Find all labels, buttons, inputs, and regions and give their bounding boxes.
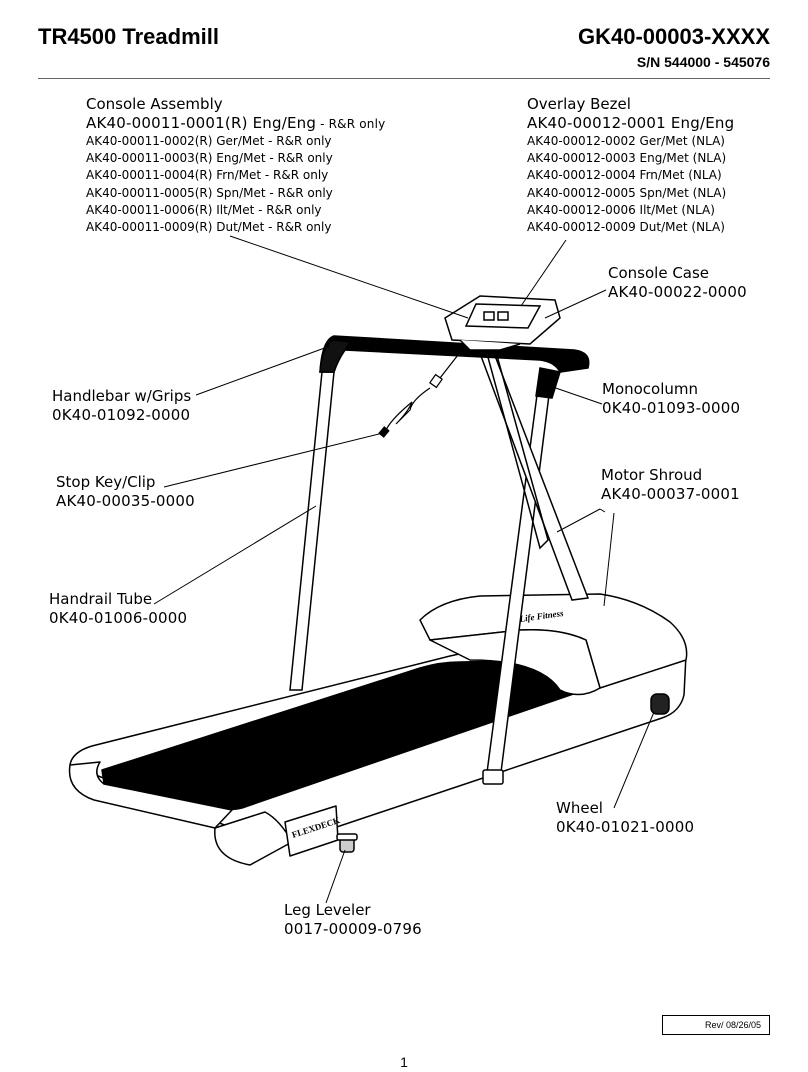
assembly-part-number: GK40-00003-XXXX bbox=[578, 24, 770, 49]
leg-leveler-title: Leg Leveler bbox=[284, 901, 371, 919]
serial-range: S/N 544000 - 545076 bbox=[636, 54, 770, 70]
handrail-tube-part: 0K40-01006-0000 bbox=[49, 608, 188, 627]
handlebar-callout: Handlebar w/Grips 0K40-01092-0000 bbox=[52, 387, 191, 425]
bezel-part-4: AK40-00012-0005 Spn/Met (NLA) bbox=[527, 185, 727, 200]
handlebar bbox=[319, 335, 590, 399]
bezel-part-5: AK40-00012-0006 Ilt/Met (NLA) bbox=[527, 203, 715, 218]
stop-key-clip bbox=[378, 345, 466, 438]
bezel-part-3: AK40-00012-0004 Frn/Met (NLA) bbox=[527, 168, 722, 183]
console-assembly-callout: Console Assembly AK40-00011-0001(R) Eng/… bbox=[86, 95, 385, 237]
monocolumn-callout: Monocolumn 0K40-01093-0000 bbox=[602, 380, 740, 418]
console-part-6: AK40-00011-0009(R) Dut/Met bbox=[86, 220, 265, 235]
handlebar-title: Handlebar w/Grips bbox=[52, 387, 192, 405]
console-note-4: - R&R only bbox=[265, 185, 333, 200]
header-divider bbox=[38, 78, 770, 79]
console bbox=[444, 295, 561, 351]
console-assembly-line: AK40-00011-0006(R) Ilt/Met - R&R only bbox=[86, 202, 385, 219]
console-note-2: - R&R only bbox=[265, 150, 333, 165]
console-note-0: - R&R only bbox=[316, 116, 386, 131]
leg-leveler-callout: Leg Leveler 0017-00009-0796 bbox=[284, 901, 422, 939]
handlebar-part: 0K40-01092-0000 bbox=[52, 405, 191, 424]
page-number: 1 bbox=[400, 1054, 408, 1070]
console-part-3: AK40-00011-0004(R) Frn/Met bbox=[86, 168, 262, 183]
treadmill-deck bbox=[68, 593, 688, 866]
leader-lines bbox=[153, 235, 655, 904]
console-case-title: Console Case bbox=[608, 264, 710, 282]
motor-shroud-title: Motor Shroud bbox=[601, 466, 703, 484]
overlay-bezel-callout: Overlay Bezel AK40-00012-0001 Eng/Eng AK… bbox=[527, 95, 734, 237]
bezel-part-2: AK40-00012-0003 Eng/Met (NLA) bbox=[527, 150, 727, 165]
console-assembly-line: AK40-00011-0003(R) Eng/Met - R&R only bbox=[86, 150, 385, 167]
console-part-4: AK40-00011-0005(R) Spn/Met bbox=[86, 185, 266, 200]
monocolumn bbox=[476, 347, 590, 601]
console-part-5: AK40-00011-0006(R) Ilt/Met bbox=[86, 203, 255, 218]
console-part-0: AK40-00011-0001(R) Eng/Eng bbox=[86, 113, 317, 132]
console-assembly-line: AK40-00011-0005(R) Spn/Met - R&R only bbox=[86, 185, 385, 202]
wheel-part: 0K40-01021-0000 bbox=[556, 817, 695, 836]
bezel-part-0: AK40-00012-0001 Eng/Eng bbox=[527, 113, 735, 132]
console-note-1: - R&R only bbox=[264, 133, 332, 148]
console-note-5: - R&R only bbox=[254, 203, 322, 218]
console-assembly-line: AK40-00011-0001(R) Eng/Eng - R&R only bbox=[86, 114, 385, 133]
stop-key-part: AK40-00035-0000 bbox=[56, 491, 195, 510]
console-assembly-line: AK40-00011-0009(R) Dut/Met - R&R only bbox=[86, 219, 385, 236]
wheel-callout: Wheel 0K40-01021-0000 bbox=[556, 799, 694, 837]
monocolumn-part: 0K40-01093-0000 bbox=[602, 398, 741, 417]
page-title: TR4500 Treadmill bbox=[38, 24, 219, 49]
console-note-6: - R&R only bbox=[264, 220, 332, 235]
stop-key-title: Stop Key/Clip bbox=[56, 473, 156, 491]
console-case-part: AK40-00022-0000 bbox=[608, 282, 747, 301]
bezel-part-1: AK40-00012-0002 Ger/Met (NLA) bbox=[527, 133, 725, 148]
revision-box: Rev/ 08/26/05 bbox=[662, 1015, 770, 1035]
wheel-title: Wheel bbox=[556, 799, 603, 817]
motor-shroud-callout: Motor Shroud AK40-00037-0001 bbox=[601, 466, 740, 504]
leg-leveler-part: 0017-00009-0796 bbox=[284, 919, 422, 938]
console-assembly-line: AK40-00011-0002(R) Ger/Met - R&R only bbox=[86, 133, 385, 150]
handrail-tube-callout: Handrail Tube 0K40-01006-0000 bbox=[49, 590, 187, 628]
monocolumn-title: Monocolumn bbox=[602, 380, 699, 398]
handrail-tube-title: Handrail Tube bbox=[49, 590, 153, 608]
console-part-2: AK40-00011-0003(R) Eng/Met bbox=[86, 150, 266, 165]
stop-key-callout: Stop Key/Clip AK40-00035-0000 bbox=[56, 473, 195, 511]
console-note-3: - R&R only bbox=[261, 168, 329, 183]
console-case-callout: Console Case AK40-00022-0000 bbox=[608, 264, 747, 302]
overlay-bezel-title: Overlay Bezel bbox=[527, 95, 631, 113]
console-part-1: AK40-00011-0002(R) Ger/Met bbox=[86, 133, 265, 148]
console-assembly-title: Console Assembly bbox=[86, 95, 223, 113]
console-assembly-line: AK40-00011-0004(R) Frn/Met - R&R only bbox=[86, 167, 385, 184]
motor-shroud-part: AK40-00037-0001 bbox=[601, 484, 740, 503]
bezel-part-6: AK40-00012-0009 Dut/Met (NLA) bbox=[527, 220, 725, 235]
